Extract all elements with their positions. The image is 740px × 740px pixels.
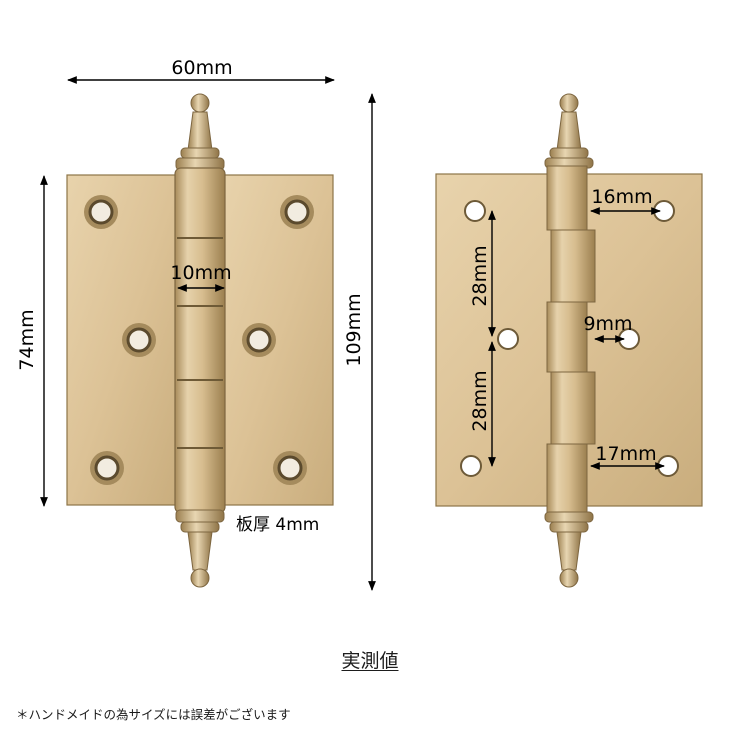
dim-hole-middle: 9mm <box>583 313 633 343</box>
bottom-finial <box>175 509 225 588</box>
dim-leaf-height-label: 74mm <box>16 309 38 370</box>
dim-total-height: 109mm <box>343 93 376 591</box>
back-hole <box>464 200 486 222</box>
screw-hole <box>90 451 124 485</box>
screw-hole <box>280 195 314 229</box>
caption: 実測値 <box>0 646 740 673</box>
back-hole <box>460 455 482 477</box>
dim-span-upper: 28mm <box>469 210 496 337</box>
top-finial <box>175 93 225 171</box>
dim-hole-middle-label: 9mm <box>583 313 632 335</box>
dim-leaf-height: 74mm <box>16 175 48 507</box>
right-leaf <box>220 174 334 506</box>
dim-span-upper-label: 28mm <box>469 245 491 306</box>
dim-width: 60mm <box>67 57 335 84</box>
dim-hole-top-label: 16mm <box>591 186 652 208</box>
screw-hole <box>242 323 276 357</box>
dim-knuckle: 10mm <box>170 262 232 292</box>
caption-text: 実測値 <box>341 650 399 672</box>
disclaimer-note: ＊ハンドメイドの為サイズには誤差がございます <box>16 707 291 722</box>
dim-hole-bottom: 17mm <box>590 443 665 470</box>
screw-hole <box>122 323 156 357</box>
back-hinge <box>435 93 703 588</box>
front-hinge <box>66 93 334 588</box>
back-knuckle <box>546 165 596 515</box>
screw-hole <box>84 195 118 229</box>
screw-hole <box>273 451 307 485</box>
knuckle <box>174 167 226 514</box>
back-hole <box>497 328 519 350</box>
dim-total-height-label: 109mm <box>343 293 365 366</box>
dim-knuckle-label: 10mm <box>170 262 231 284</box>
dim-hole-bottom-label: 17mm <box>595 443 656 465</box>
plate-thickness-label: 板厚 4mm <box>236 515 319 535</box>
dim-hole-top: 16mm <box>590 186 661 215</box>
back-bottom-finial <box>544 511 594 588</box>
back-top-finial <box>544 93 594 169</box>
dim-width-label: 60mm <box>171 57 232 79</box>
dim-span-lower: 28mm <box>469 341 496 467</box>
dim-span-lower-label: 28mm <box>469 370 491 431</box>
